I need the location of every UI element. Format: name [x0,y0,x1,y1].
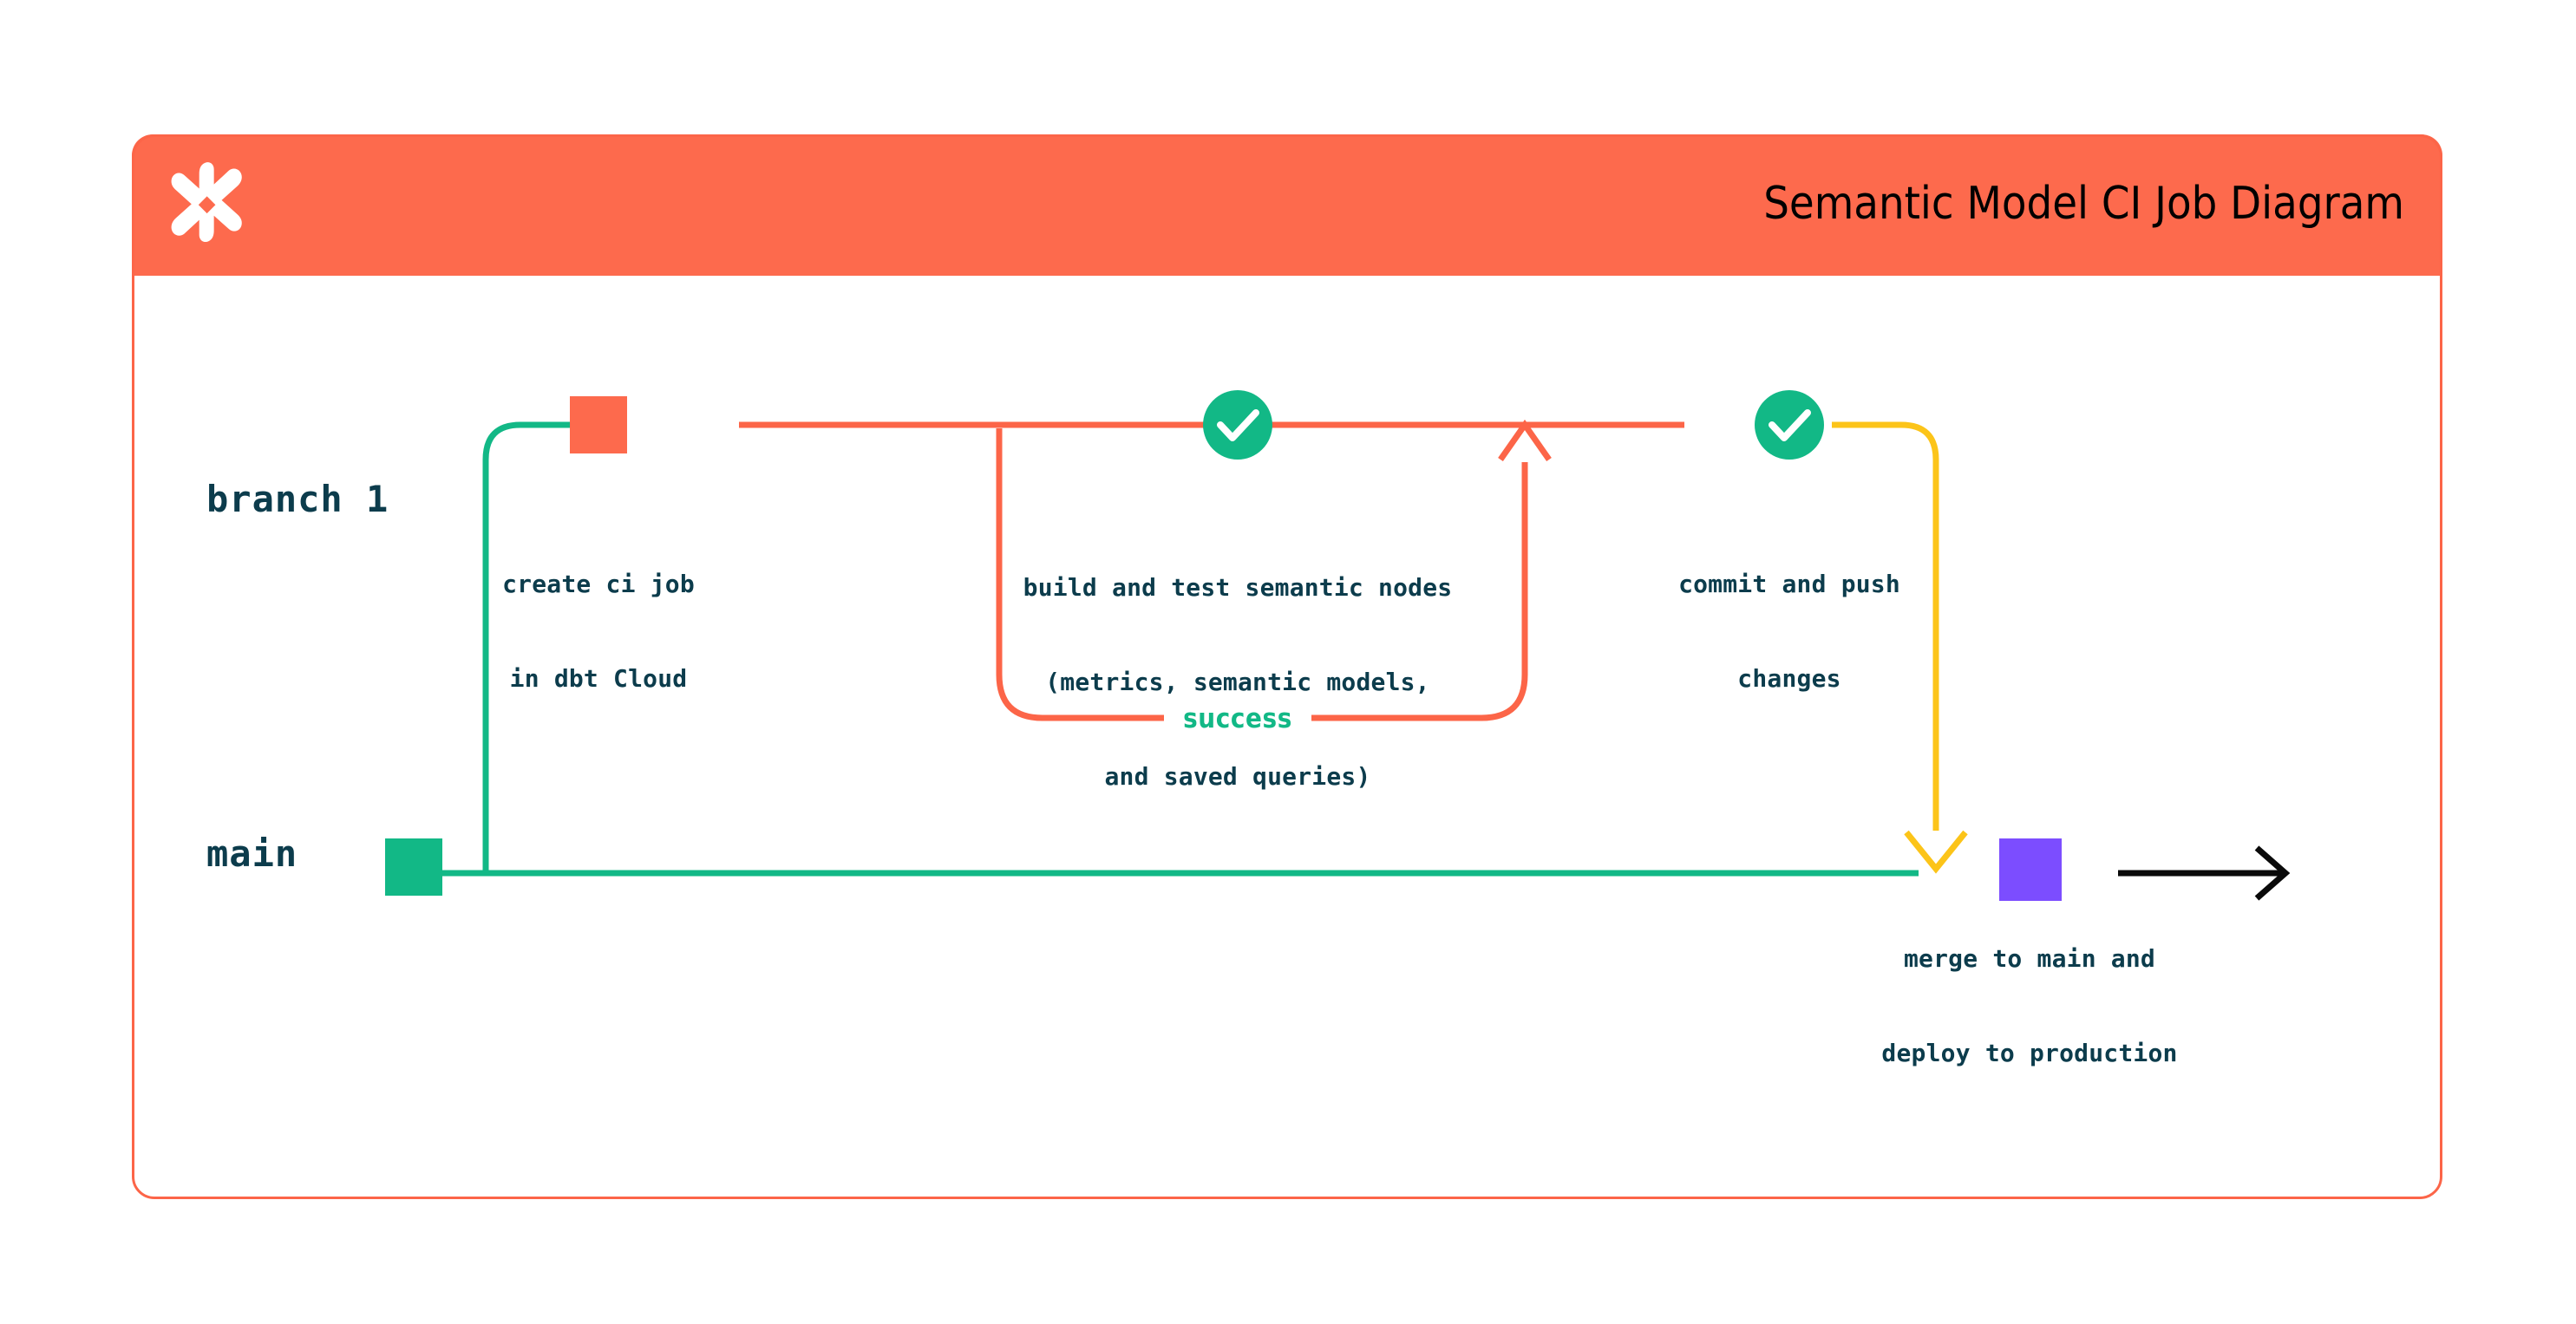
node-caption-commit-push: commit and push changes [1678,505,1900,758]
edge-success-loop [996,428,1164,721]
node-marker-commit-push[interactable] [1755,390,1824,460]
success-arrowhead-icon [1498,419,1552,462]
caption-line: and saved queries) [1104,762,1371,792]
edge-label-success: success [1183,703,1292,734]
dbt-logo-icon [168,162,248,243]
diagram-canvas: branch 1 main create ci job in dbt Cloud… [132,276,2442,1199]
main-arrowhead-icon [2254,845,2291,901]
diagram-card [132,134,2442,1199]
lane-label-branch-1: branch 1 [206,478,389,520]
caption-line: in dbt Cloud [509,663,688,693]
node-caption-build-test: build and test semantic nodes (metrics, … [1023,509,1453,856]
node-marker-main-start[interactable] [385,838,442,896]
caption-line: deploy to production [1881,1038,2178,1067]
flow-graph [385,390,2291,901]
node-caption-merge-to-main: merge to main and deploy to production [1881,880,2177,1132]
card-header: Semantic Model CI Job Diagram [132,134,2442,276]
node-marker-create-ci-job[interactable] [570,396,627,453]
caption-line: (metrics, semantic models, [1045,667,1430,696]
merge-arrowhead-icon [1904,830,1968,874]
caption-line: merge to main and [1904,943,2155,973]
node-marker-build-test[interactable] [1203,390,1272,460]
page-title: Semantic Model CI Job Diagram [1763,178,2404,230]
edge-merge-down [1832,421,1939,831]
lane-label-main: main [206,832,298,875]
caption-line: create ci job [502,569,695,598]
caption-line: changes [1737,663,1841,693]
node-marker-merge-to-main[interactable] [1999,838,2062,901]
node-caption-create-ci-job: create ci job in dbt Cloud [502,505,695,758]
caption-line: commit and push [1678,569,1900,598]
edge-success-loop-right [1311,462,1528,721]
caption-line: build and test semantic nodes [1023,572,1453,602]
edge-branch-off [482,421,618,873]
